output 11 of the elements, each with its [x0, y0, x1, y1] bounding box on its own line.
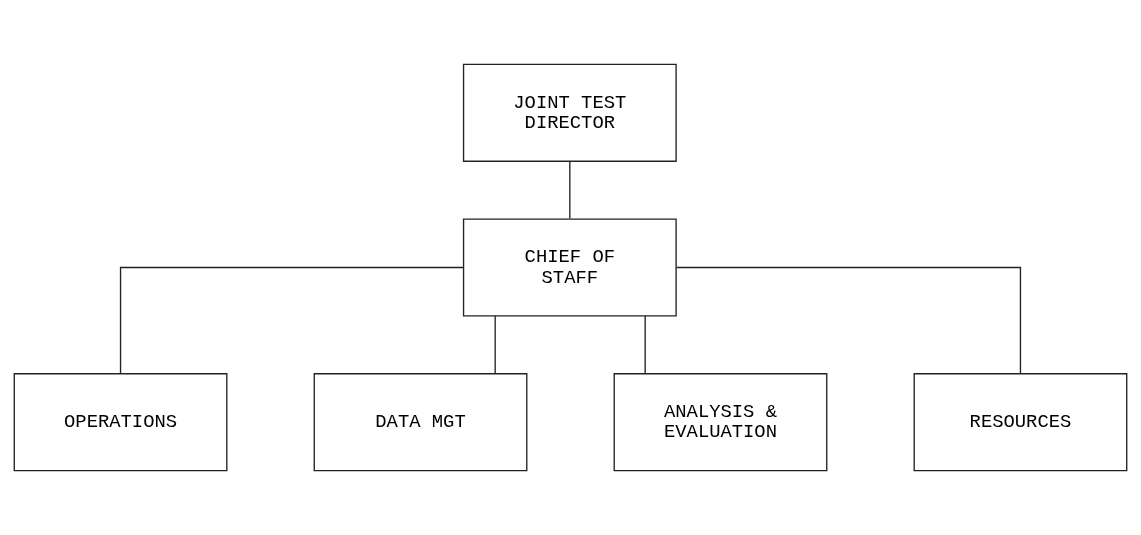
- connector: [644, 315, 646, 374]
- node-box: JOINT TEST DIRECTOR: [462, 63, 677, 162]
- node-box: DATA MGT: [313, 373, 528, 472]
- connector: [675, 266, 1022, 375]
- connector: [569, 160, 571, 220]
- node-box: CHIEF OF STAFF: [462, 218, 677, 317]
- node-box: ANALYSIS & EVALUATION: [613, 373, 828, 472]
- node-box: OPERATIONS: [13, 373, 228, 472]
- node-box: RESOURCES: [913, 373, 1128, 472]
- connector: [119, 266, 465, 375]
- connector: [494, 315, 496, 374]
